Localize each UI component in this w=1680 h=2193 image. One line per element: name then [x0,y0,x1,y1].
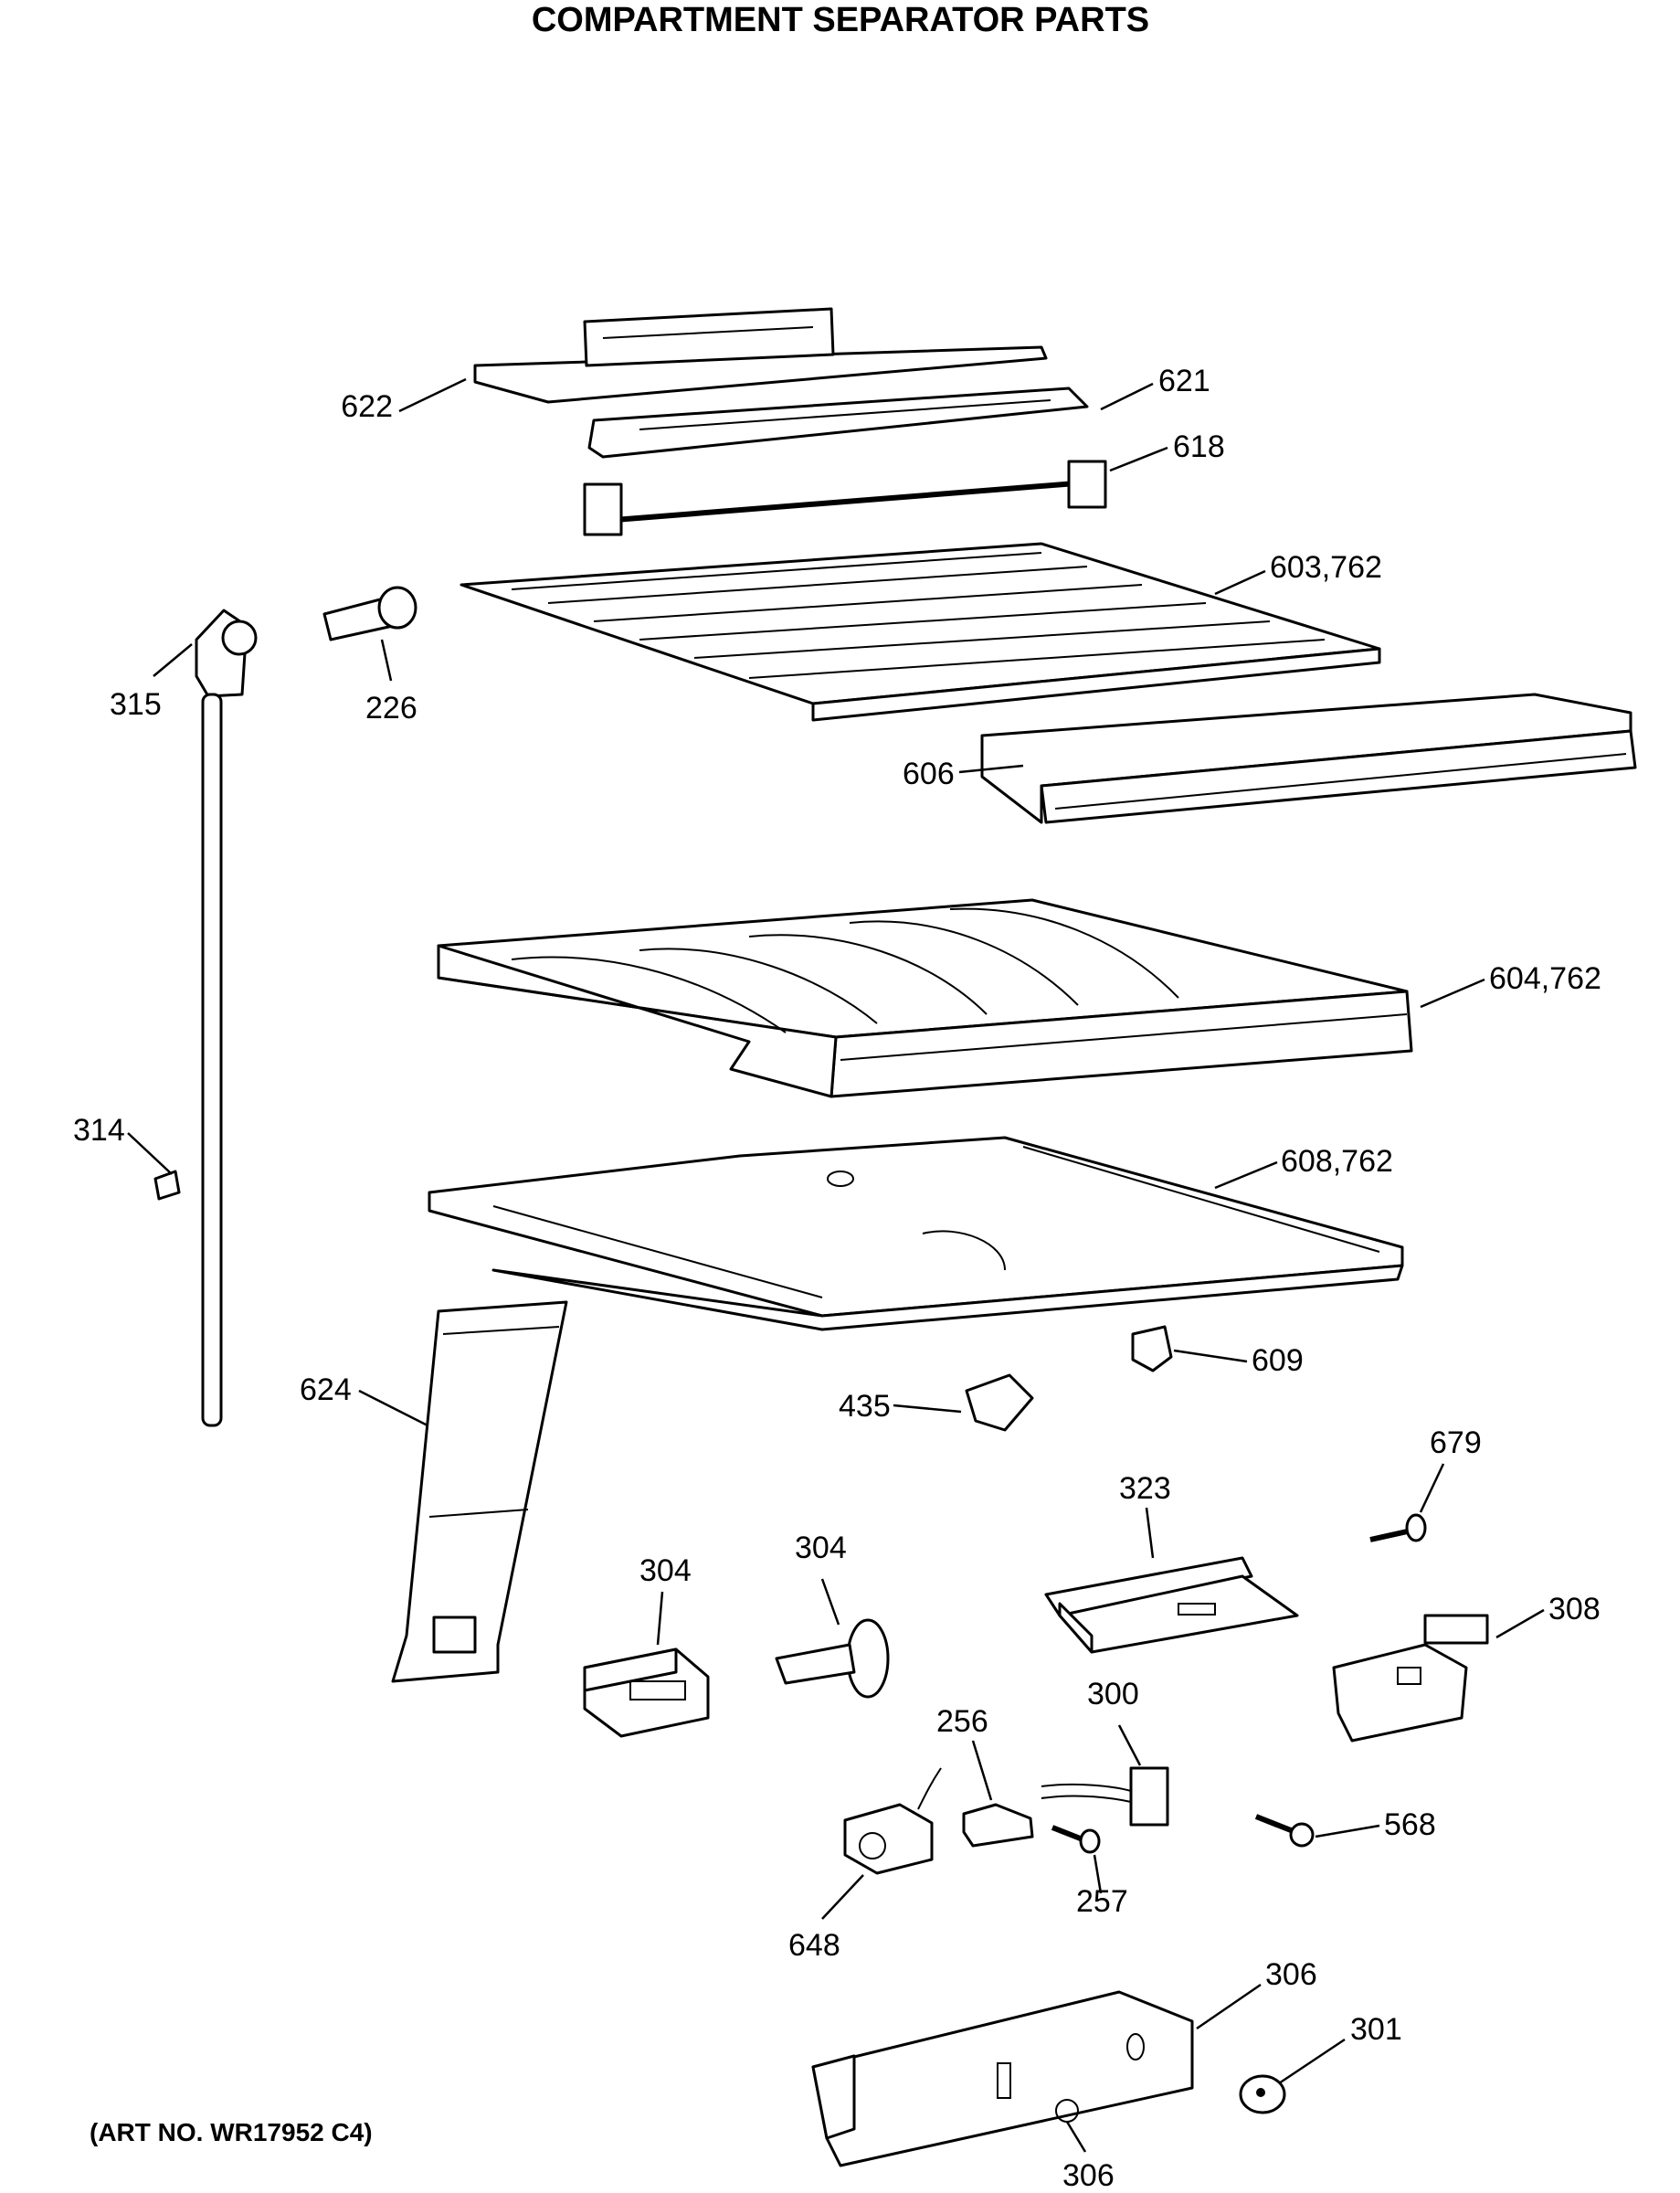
part-306-housing [811,1990,1194,2167]
part-435-knob [965,1373,1034,1432]
part-304-control [775,1618,890,1699]
part-622-cover [473,307,1048,404]
part-618-rod [583,460,1107,536]
part-609-clip [1131,1325,1173,1372]
callout-308: 308 [1548,1592,1601,1626]
callout-604-762: 604,762 [1489,961,1601,996]
part-301-knob [1239,2074,1286,2114]
part-300-switch [1041,1766,1169,1827]
callout-568: 568 [1384,1807,1436,1842]
callout-624: 624 [300,1372,352,1407]
callout-606: 606 [903,757,955,791]
part-314-rod [153,693,223,1427]
callout-257: 257 [1076,1884,1128,1919]
callout-304-left: 304 [639,1553,692,1588]
callout-314: 314 [73,1113,125,1148]
callout-306-bottom: 306 [1062,2158,1115,2193]
part-608-cover [428,1136,1404,1331]
callout-603-762: 603,762 [1270,550,1382,585]
part-648-motor [843,1767,942,1875]
part-603-shelf [460,542,1381,722]
callout-304-right: 304 [795,1531,847,1565]
callout-622: 622 [341,389,393,424]
part-624-support [391,1300,568,1683]
callout-435: 435 [839,1389,891,1424]
part-315-bracket [195,609,258,698]
diagram-title: COMPARTMENT SEPARATOR PARTS [532,1,1149,39]
art-number: (ART NO. WR17952 C4) [90,2118,373,2146]
callout-226: 226 [365,691,417,726]
part-606-strip [980,693,1637,824]
callout-256: 256 [936,1704,988,1739]
part-308-plate [1332,1614,1489,1743]
callout-608-762: 608,762 [1281,1144,1393,1179]
callout-648: 648 [788,1928,840,1963]
part-604-shelf [437,898,1413,1098]
part-256-switch [962,1803,1034,1848]
callout-323: 323 [1119,1471,1171,1506]
callout-679: 679 [1430,1425,1482,1460]
callout-301: 301 [1350,2012,1402,2047]
callout-621: 621 [1158,364,1210,398]
callout-306-top: 306 [1265,1957,1317,1992]
part-226-pin [322,586,417,641]
part-304-housing [583,1647,710,1738]
part-679-screw [1369,1513,1427,1542]
part-257-screw [1051,1825,1101,1854]
part-568-screw [1254,1814,1315,1848]
callout-300: 300 [1087,1677,1139,1711]
part-323-bracket [1044,1556,1299,1654]
callout-618: 618 [1173,429,1225,464]
part-621-rail [587,387,1089,459]
callout-609: 609 [1252,1343,1304,1378]
callout-315: 315 [110,687,162,722]
